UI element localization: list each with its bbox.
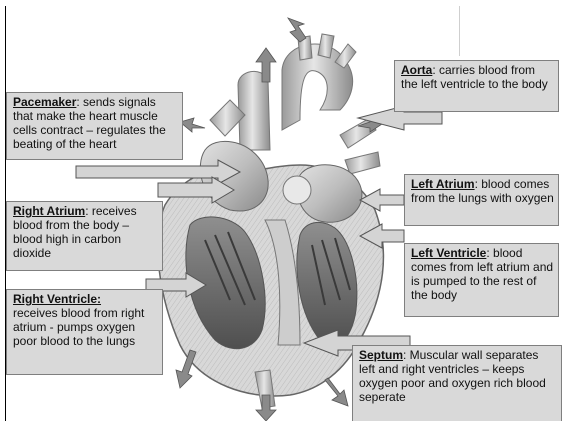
right-ventricle-description: receives blood from right atrium - pumps… <box>13 306 144 348</box>
pacemaker-label: Pacemaker: sends signals that make the h… <box>6 92 183 160</box>
pacemaker-term: Pacemaker <box>13 95 76 109</box>
aorta-label: Aorta: carries blood from the left ventr… <box>394 60 559 112</box>
right-ventricle-label: Right Ventricle:receives blood from righ… <box>6 289 163 375</box>
left-atrium-term: Left Atrium <box>411 177 475 191</box>
left-atrium-label: Left Atrium: blood comes from the lungs … <box>404 174 559 226</box>
heart-body <box>158 141 384 408</box>
right-ventricle-term: Right Ventricle: <box>13 292 158 306</box>
septum-term: Septum <box>359 348 403 362</box>
aorta-term: Aorta <box>401 63 432 77</box>
left-ventricle-term: Left Ventricle <box>411 246 486 260</box>
right-atrium-term: Right Atrium <box>13 204 85 218</box>
septum-label: Septum: Muscular wall separates left and… <box>352 345 562 421</box>
right-atrium-label: Right Atrium: receives blood from the bo… <box>6 201 163 271</box>
left-ventricle-label: Left Ventricle: blood comes from left at… <box>404 243 559 317</box>
